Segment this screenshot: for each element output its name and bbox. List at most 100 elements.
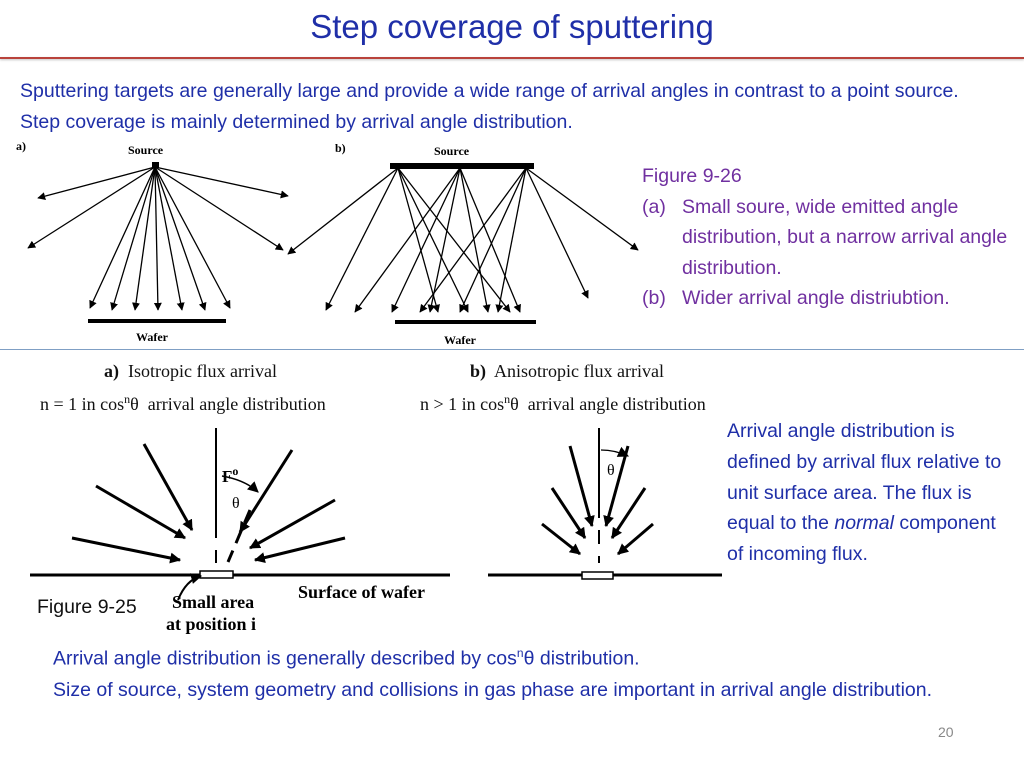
arrival-angle-description: Arrival angle distribution is defined by… <box>727 416 1017 570</box>
aniso-theta-label: θ <box>607 462 615 479</box>
iso-letter: a) <box>104 361 119 381</box>
aniso-theta: θ <box>510 394 519 414</box>
aniso-small-area <box>581 571 614 580</box>
fig-b-ray <box>354 167 461 313</box>
bottom-line-2: Size of source, system geometry and coll… <box>53 678 933 701</box>
aniso-flux-arrow <box>603 445 630 528</box>
anisotropic-heading: b) Anisotropic flux arrival n > 1 in cos… <box>420 357 760 418</box>
fig-b-source-label: Source <box>434 144 470 158</box>
fig-b-ray <box>459 167 521 313</box>
fig-a-ray <box>154 166 231 309</box>
fig-b-ray <box>459 167 527 313</box>
iso-flux-arrow <box>249 498 336 550</box>
small-area-label-2: at position i <box>166 614 256 634</box>
aniso-flux-arrow <box>610 487 647 539</box>
iso-theta-arc <box>221 475 259 493</box>
figure-9-26-caption: Figure 9-26 (a) Small soure, wide emitte… <box>642 161 1022 314</box>
fig26-item-a-tag: (a) <box>642 195 666 218</box>
small-area-label-1: Small area <box>172 592 254 612</box>
fig26-item-a: (a) Small soure, wide emitted angle dist… <box>642 192 1022 284</box>
fig-b-ray <box>397 167 469 313</box>
fig-b-extended-source <box>390 163 534 169</box>
bottom-text: Arrival angle distribution is generally … <box>53 638 953 706</box>
iso-small-area <box>199 570 234 579</box>
aniso-flux-arrow <box>568 445 595 528</box>
iso-flux-symbol: F <box>222 467 232 486</box>
fig-b-ray <box>525 167 639 251</box>
aniso-line-pre: n > 1 in cos <box>420 394 505 414</box>
surface-of-wafer-label: Surface of wafer <box>298 582 425 602</box>
bottom-line1-post: distribution. <box>534 647 640 670</box>
iso-flux-arrow <box>142 443 194 531</box>
bottom-line1-pre: Arrival angle distribution is generally … <box>53 647 517 670</box>
aniso-sup: n <box>504 392 511 406</box>
figure-9-26-diagram: a) Source Wafer b) Source Wafer <box>16 139 639 347</box>
fig26-item-b: (b) Wider arrival angle distriubtion. <box>642 283 1022 314</box>
fig-a-ray <box>154 166 185 311</box>
fig-a-ray <box>132 166 156 311</box>
bottom-line1-theta: θ <box>523 647 535 670</box>
iso-title: Isotropic flux arrival <box>128 361 277 381</box>
aniso-arrows <box>541 445 654 556</box>
fig-a-ray <box>110 166 156 311</box>
desc-part1: Arrival angle distribution is defined by… <box>727 420 1002 535</box>
fig-b-ray <box>397 167 440 313</box>
fig-b-letter: b) <box>335 141 346 155</box>
fig-b-ray <box>391 167 461 313</box>
fig-a-ray <box>154 166 289 199</box>
fig26-title: Figure 9-26 <box>642 165 742 187</box>
fig-b-rays <box>287 167 639 313</box>
iso-flux-arrow <box>95 484 186 540</box>
fig-b-ray <box>325 167 399 311</box>
iso-sup: n <box>124 392 131 406</box>
iso-dashed-arrow <box>226 509 252 563</box>
fig-b-wafer <box>395 320 536 324</box>
fig-a-ray <box>37 166 156 201</box>
fig-a-ray <box>153 166 162 311</box>
figure-9-25-label: Figure 9-25 <box>37 596 137 618</box>
fig-b-ray <box>525 167 589 299</box>
fig26-item-b-text: Wider arrival angle distriubtion. <box>682 287 950 309</box>
iso-flux-label: Fo <box>222 464 238 486</box>
page-number: 20 <box>938 724 954 740</box>
title-rule <box>0 57 1024 59</box>
intro-text: Sputtering targets are generally large a… <box>20 80 959 133</box>
aniso-line-post: arrival angle distribution <box>527 394 706 414</box>
aniso-letter: b) <box>470 361 487 381</box>
bottom-line-1: Arrival angle distribution is generally … <box>53 638 953 675</box>
fig-b-ray <box>427 167 461 313</box>
iso-flux-arrow <box>253 536 346 563</box>
desc-italic: normal <box>834 512 894 535</box>
fig26-item-a-text: Small soure, wide emitted angle distribu… <box>682 195 1008 279</box>
iso-line-post: arrival angle distribution <box>147 394 326 414</box>
small-area-pointer <box>177 573 203 601</box>
fig-a-source-label: Source <box>128 143 164 157</box>
fig-a-point-source <box>152 162 159 168</box>
fig-a-wafer-label: Wafer <box>136 330 169 344</box>
slide-title: Step coverage of sputtering <box>310 8 714 45</box>
bottom-line1-sup: n <box>516 646 524 660</box>
aniso-title: Anisotropic flux arrival <box>494 361 664 381</box>
fig-b-ray <box>419 167 527 313</box>
fig-b-ray <box>397 167 511 313</box>
iso-flux-arrow <box>71 536 182 564</box>
aniso-theta-arc <box>600 446 629 457</box>
iso-arrows <box>71 443 346 564</box>
aniso-flux-arrow <box>617 522 654 556</box>
fig-a-ray <box>154 166 284 251</box>
fig26-item-b-tag: (b) <box>642 287 666 309</box>
aniso-flux-arrow <box>541 522 581 556</box>
iso-theta-label: θ <box>232 495 240 512</box>
fig-a-letter: a) <box>16 139 26 153</box>
fig-a-ray <box>154 166 207 311</box>
fig-a-rays <box>27 166 289 311</box>
aniso-flux-arrow <box>550 487 587 539</box>
iso-flux-arrow <box>238 449 294 533</box>
fig-b-ray <box>495 167 527 313</box>
figure-9-25-diagram: Fo θ Small area at position i Surface of… <box>30 428 722 634</box>
fig-a-wafer <box>88 319 226 323</box>
fig-a-ray <box>89 166 156 309</box>
desc-part2: component of incoming flux. <box>727 512 996 566</box>
fig-a-ray <box>27 166 156 249</box>
fig-b-ray <box>459 167 491 313</box>
